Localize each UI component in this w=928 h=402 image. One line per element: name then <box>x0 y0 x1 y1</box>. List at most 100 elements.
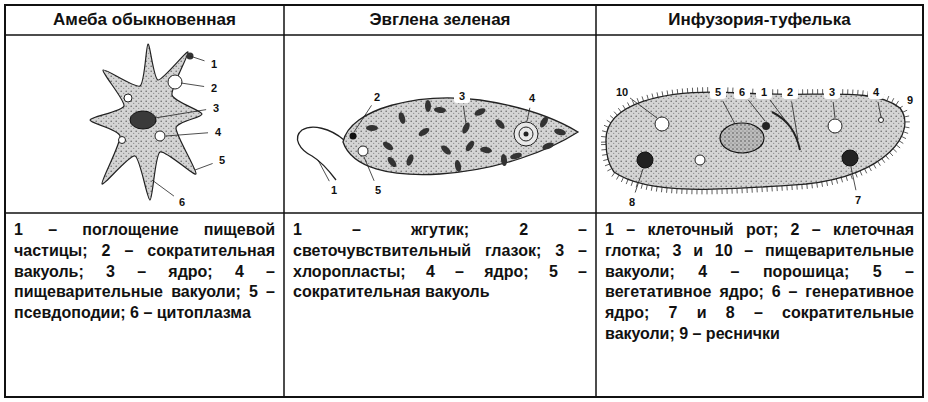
cilium <box>691 189 692 194</box>
cilium <box>893 149 897 152</box>
cilium <box>841 177 842 182</box>
cilium <box>842 89 843 94</box>
callout-number: 3 <box>824 85 840 99</box>
nucleolus <box>524 132 529 137</box>
leader-line <box>792 102 798 140</box>
chloroplast <box>405 153 415 166</box>
callout-number: 4 <box>210 125 226 139</box>
contractile-vacuole <box>358 146 368 156</box>
cilium <box>647 95 648 100</box>
cilium <box>661 187 663 192</box>
leader-line <box>770 100 785 120</box>
cilium <box>766 187 767 192</box>
legend-cell: 1 – клеточный рот; 2 – клеточная глотка;… <box>597 214 922 396</box>
cilium <box>873 164 876 168</box>
cilium <box>862 90 864 95</box>
callout-number: 1 <box>206 57 222 71</box>
cilium <box>801 184 802 189</box>
eyespot <box>350 133 357 140</box>
cilium <box>641 184 642 189</box>
cilium <box>706 189 707 194</box>
cilium <box>601 136 606 138</box>
leader-line <box>190 56 205 61</box>
chloroplast <box>553 128 566 137</box>
cilium <box>886 156 889 160</box>
callout-number: 6 <box>174 195 190 209</box>
leader-lines <box>152 56 881 196</box>
cilium <box>817 89 818 94</box>
leader-line <box>152 180 174 196</box>
euglena-body <box>343 98 578 175</box>
nucleus-ring <box>519 127 533 141</box>
cilium <box>711 189 712 194</box>
grid-line <box>283 5 285 397</box>
leader-line <box>723 101 735 124</box>
chloroplast <box>454 160 462 173</box>
cilium <box>846 176 847 181</box>
amoeba-illustration <box>90 44 202 200</box>
leader-line <box>635 169 643 193</box>
column-header: Амеба обыкновенная <box>6 6 283 34</box>
cilium <box>651 186 653 191</box>
paramecium-illustration <box>601 87 910 194</box>
cilium <box>786 185 787 190</box>
cilium <box>726 189 727 194</box>
cilium <box>781 186 782 191</box>
leader-line <box>318 160 329 181</box>
chloroplast <box>397 111 406 124</box>
nucleus <box>514 122 538 146</box>
cilium <box>857 90 858 95</box>
callout-number: 4 <box>524 91 540 105</box>
cilium <box>681 189 682 194</box>
cilium <box>852 90 853 95</box>
cilium <box>851 174 853 179</box>
cilium <box>904 116 909 117</box>
header-text: Эвглена зеленая <box>369 10 510 30</box>
cilium <box>812 89 813 94</box>
amoeba-body <box>90 44 202 200</box>
callout-number: 5 <box>710 85 726 99</box>
column-header: Инфузория-туфелька <box>597 6 922 34</box>
cilium <box>771 186 772 191</box>
macronucleus <box>720 123 764 153</box>
cilium <box>899 141 903 144</box>
food-vacuole <box>695 155 705 165</box>
cilium <box>796 185 797 190</box>
chloroplasts <box>366 100 567 173</box>
header-text: Амеба обыкновенная <box>53 10 236 30</box>
cilium <box>605 164 610 166</box>
chloroplast <box>440 144 453 156</box>
callout-number: 5 <box>214 153 230 167</box>
callout-number: 10 <box>614 85 630 99</box>
grid-line <box>5 34 923 36</box>
cilium <box>721 189 722 194</box>
callout-number: 2 <box>369 90 385 104</box>
legend-cell: 1 – поглощение пищевой частицы; 2 – сокр… <box>6 214 283 396</box>
cilium <box>716 189 717 194</box>
chloroplast <box>500 154 507 167</box>
callout-number: 5 <box>370 183 386 197</box>
food-vacuole <box>119 137 126 144</box>
cilium <box>896 101 899 105</box>
cilium <box>887 96 889 101</box>
leader-line <box>463 106 466 124</box>
grid-line <box>5 212 923 214</box>
cilium <box>791 185 792 190</box>
cilium <box>656 187 658 192</box>
chloroplast <box>494 118 507 131</box>
cilium <box>776 186 777 191</box>
euglena-illustration <box>297 98 578 180</box>
cilium <box>637 98 639 103</box>
cilium <box>601 149 606 150</box>
cilium <box>736 188 737 193</box>
flagellum <box>297 127 344 180</box>
callout-number: 8 <box>624 195 640 209</box>
chloroplast <box>417 126 430 137</box>
cilium <box>686 189 687 194</box>
leader-line <box>878 102 881 117</box>
callout-number: 9 <box>902 93 918 107</box>
cilium <box>701 189 702 194</box>
cilium <box>761 187 762 192</box>
